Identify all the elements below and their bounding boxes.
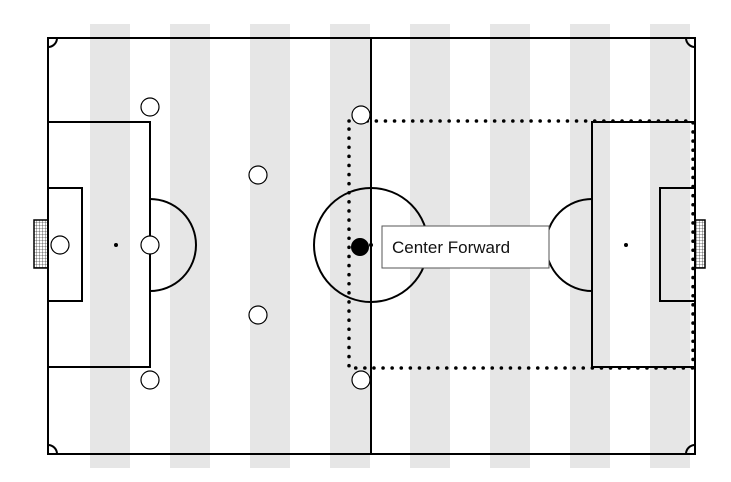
center-spot bbox=[369, 243, 373, 247]
player-defender-center[interactable] bbox=[140, 235, 160, 255]
stripe bbox=[570, 24, 610, 468]
center-forward-callout: Center Forward bbox=[381, 225, 550, 269]
player-forward-top[interactable] bbox=[351, 105, 371, 125]
player-forward-bottom[interactable] bbox=[351, 370, 371, 390]
player-goalkeeper[interactable] bbox=[50, 235, 70, 255]
left-penalty-arc bbox=[149, 198, 197, 292]
callout-box bbox=[381, 225, 550, 269]
players bbox=[50, 97, 371, 390]
corner-arc-bottom-left bbox=[47, 444, 58, 455]
corner-arc-top-left bbox=[47, 37, 58, 48]
left-penalty-spot bbox=[114, 243, 118, 247]
callout-label: Center Forward bbox=[392, 238, 510, 257]
corner-arc-top-right bbox=[685, 37, 696, 48]
left-goal-net-icon bbox=[33, 219, 49, 269]
right-goal-net-icon bbox=[694, 219, 706, 269]
stripe bbox=[170, 24, 210, 468]
player-center-forward-highlighted[interactable] bbox=[351, 238, 369, 256]
right-penalty-spot bbox=[624, 243, 628, 247]
corner-arc-bottom-right bbox=[685, 444, 696, 455]
attacking-zone-dotted bbox=[347, 119, 695, 370]
player-defender-top[interactable] bbox=[140, 97, 160, 117]
player-defender-bottom[interactable] bbox=[140, 370, 160, 390]
stripe bbox=[650, 24, 690, 468]
player-midfielder-top[interactable] bbox=[248, 165, 268, 185]
player-midfielder-bottom[interactable] bbox=[248, 305, 268, 325]
pitch-spots bbox=[114, 243, 628, 247]
stripe bbox=[250, 24, 290, 468]
stripe bbox=[90, 24, 130, 468]
